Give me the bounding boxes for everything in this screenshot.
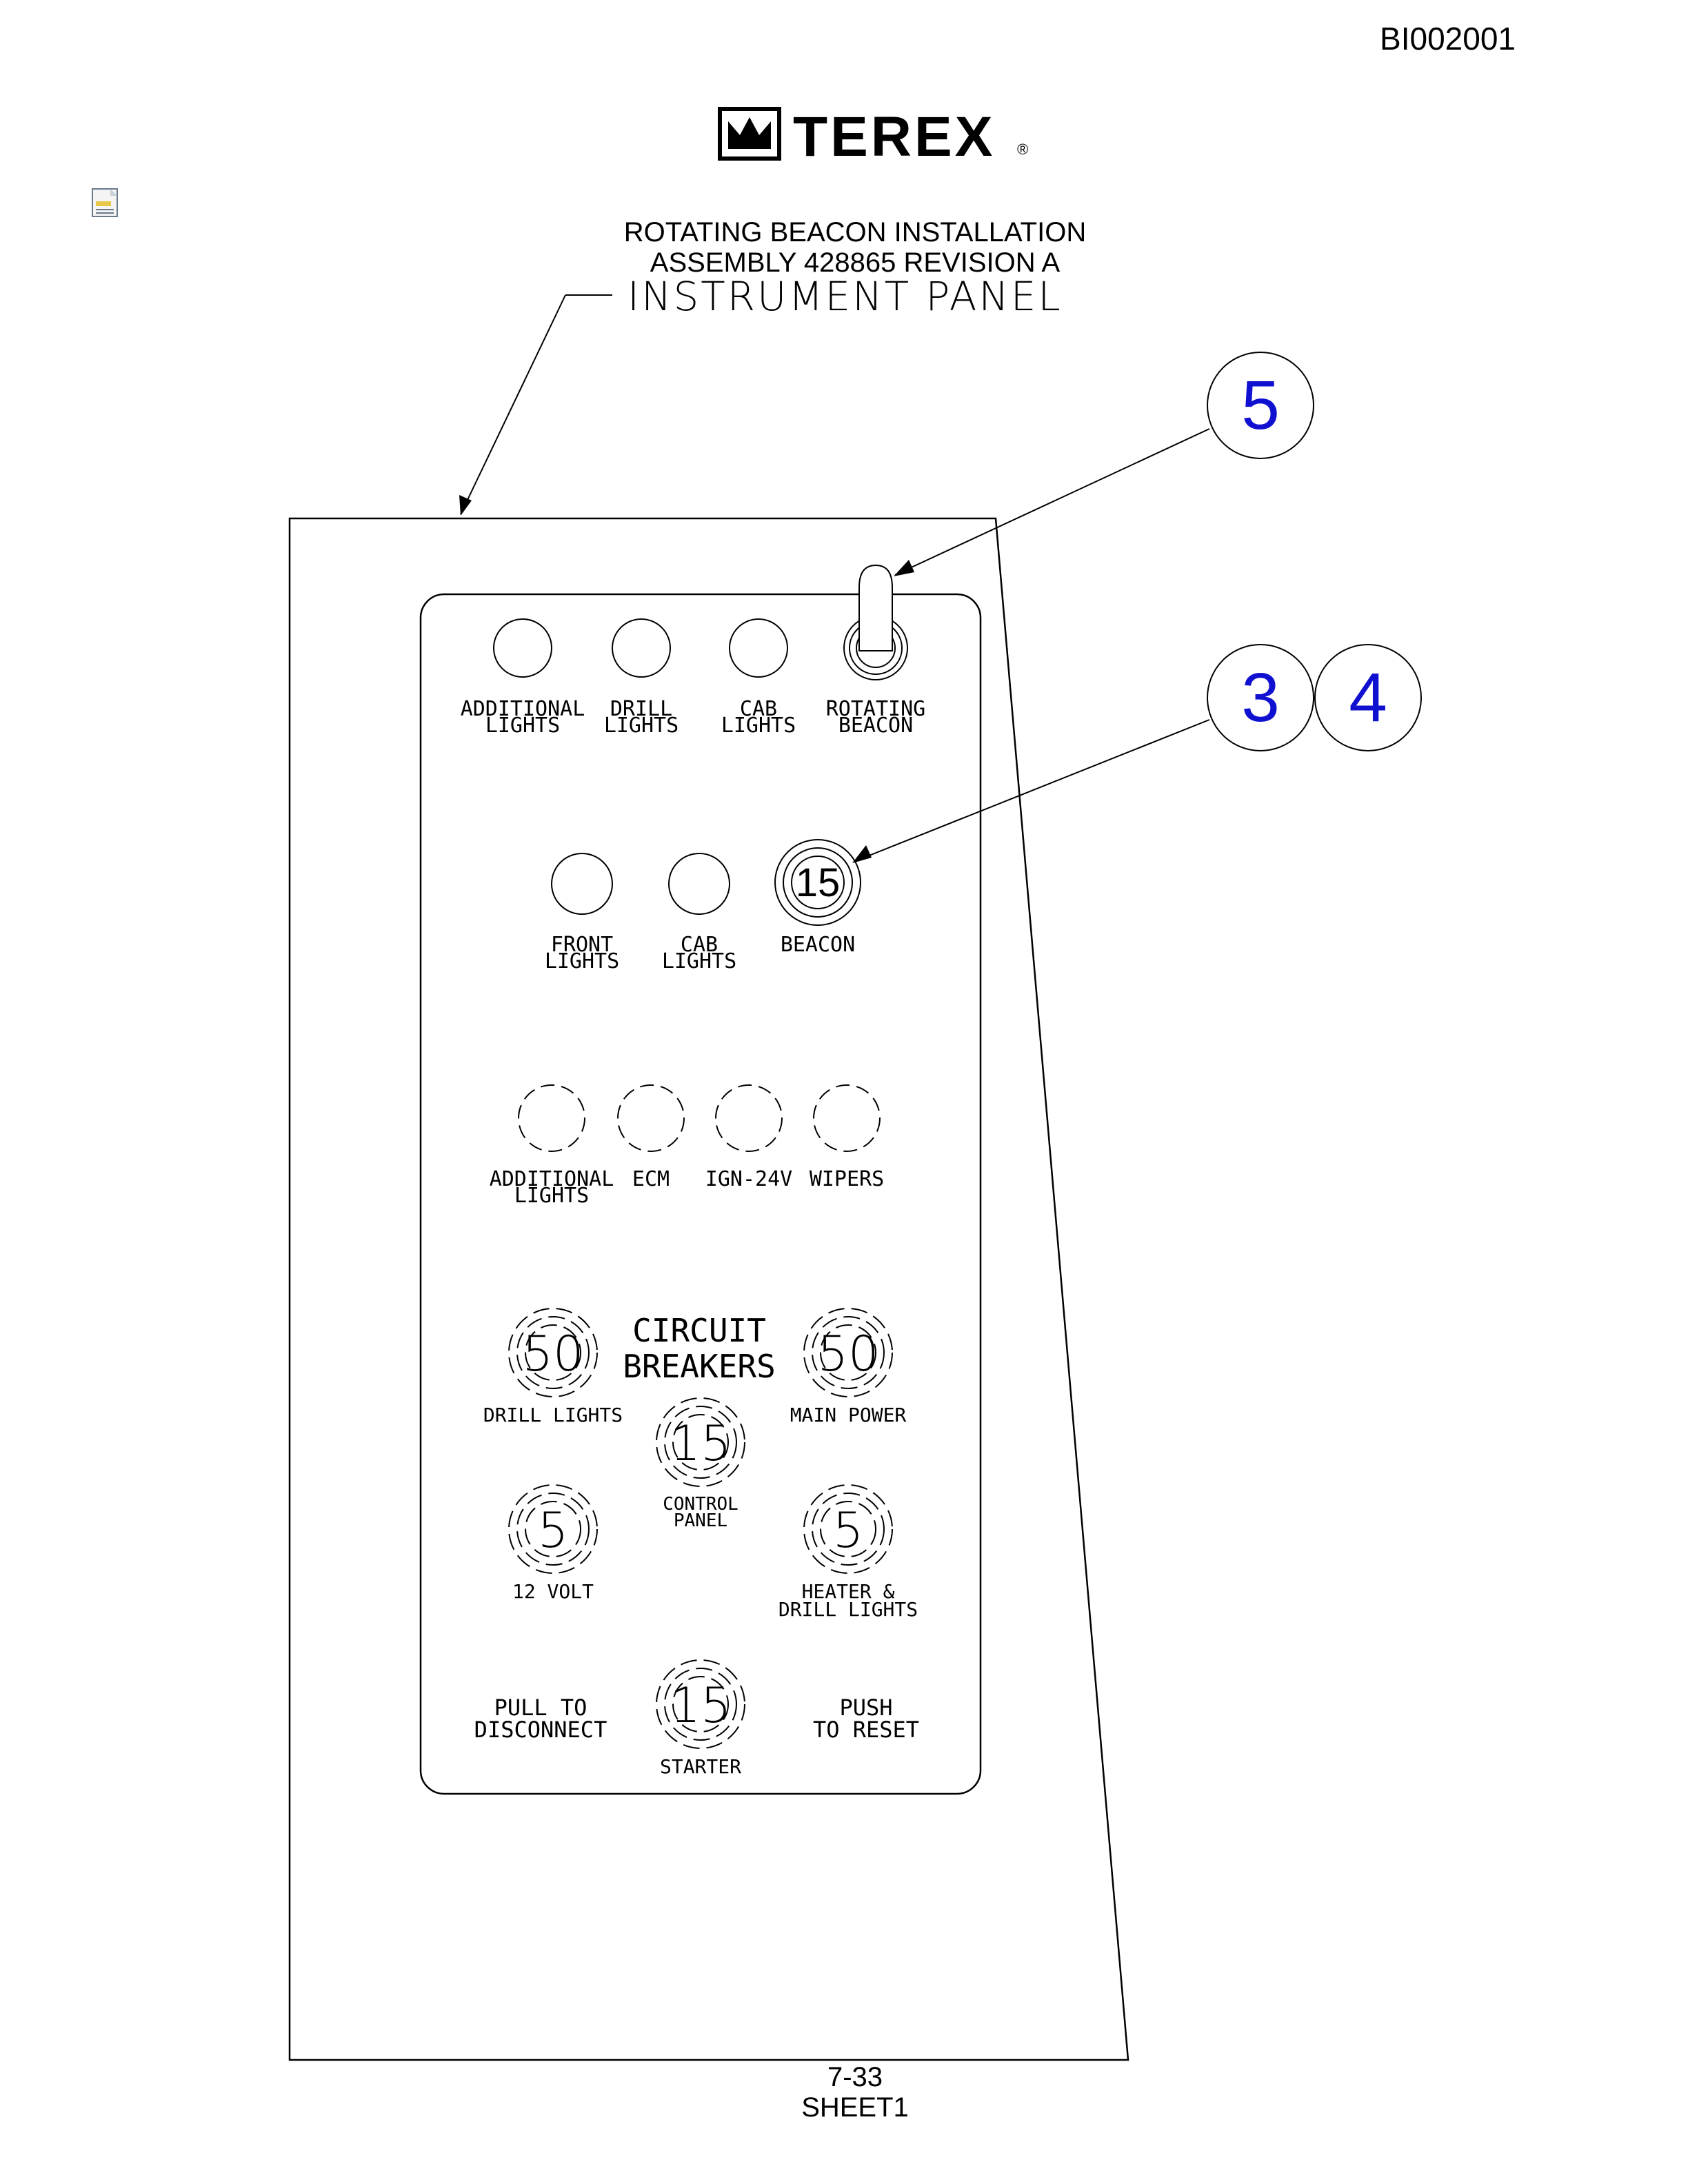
svg-text:ADDITIONAL: ADDITIONAL — [461, 697, 585, 721]
switch-cab-lights-2: CAB LIGHTS — [662, 853, 736, 973]
svg-text:5: 5 — [1241, 367, 1280, 444]
switch-ecm: ECM — [617, 1084, 685, 1191]
callout-5: 5 — [1207, 352, 1314, 459]
svg-text:50: 50 — [522, 1326, 583, 1382]
breaker-beacon: 15 BEACON — [774, 839, 861, 957]
svg-text:DRILL LIGHTS: DRILL LIGHTS — [483, 1404, 623, 1426]
callout-3: 3 — [1207, 644, 1314, 751]
circuit-breakers-heading-2: BREAKERS — [623, 1348, 776, 1385]
svg-text:15: 15 — [670, 1677, 731, 1734]
svg-text:CAB: CAB — [681, 933, 718, 957]
terex-crown-logo-icon — [718, 107, 781, 161]
svg-text:IGN-24V: IGN-24V — [705, 1167, 792, 1191]
breaker-12-volt: 5 12 VOLT — [508, 1484, 598, 1603]
svg-text:CAB: CAB — [740, 697, 777, 721]
switch-additional-lights: ADDITIONAL LIGHTS — [461, 618, 585, 738]
breaker-drill-lights: 50 DRILL LIGHTS — [483, 1308, 623, 1426]
callout-leaders — [852, 428, 1210, 863]
svg-text:ADDITIONAL: ADDITIONAL — [490, 1167, 614, 1191]
switch-plate — [419, 593, 982, 1795]
switch-ign-24v: IGN-24V — [705, 1084, 792, 1191]
svg-text:FRONT: FRONT — [551, 933, 613, 957]
switch-wipers: WIPERS — [810, 1084, 884, 1191]
panel-leader — [459, 294, 612, 516]
svg-text:5: 5 — [538, 1502, 569, 1559]
svg-text:BEACON: BEACON — [838, 714, 913, 738]
document-id: BI002001 — [1380, 21, 1516, 57]
svg-text:BEACON: BEACON — [781, 933, 855, 957]
circuit-breakers-heading-1: CIRCUIT — [632, 1312, 766, 1349]
push-to-reset-1: PUSH — [839, 1695, 892, 1721]
svg-text:WIPERS: WIPERS — [810, 1167, 884, 1191]
svg-text:DRILL LIGHTS: DRILL LIGHTS — [778, 1598, 918, 1621]
svg-text:3: 3 — [1241, 659, 1280, 736]
svg-text:PANEL: PANEL — [674, 1510, 727, 1531]
instrument-panel-label: INSTRUMENT PANEL — [627, 273, 1063, 320]
svg-text:50: 50 — [817, 1326, 878, 1382]
registered-mark: ® — [1017, 141, 1028, 158]
panel-outline — [288, 517, 1129, 2061]
svg-text:4: 4 — [1349, 659, 1387, 736]
switch-drill-lights: DRILL LIGHTS — [604, 618, 679, 738]
brand-logo-text: TEREX — [793, 105, 995, 168]
switch-additional-lights-2: ADDITIONAL LIGHTS — [490, 1084, 614, 1208]
svg-text:ROTATING: ROTATING — [826, 697, 926, 721]
note-icon[interactable] — [92, 188, 118, 217]
svg-text:MAIN POWER: MAIN POWER — [790, 1404, 907, 1426]
svg-text:CONTROL: CONTROL — [663, 1494, 738, 1515]
title-line-1: ROTATING BEACON INSTALLATION — [624, 217, 1086, 247]
svg-text:STARTER: STARTER — [660, 1755, 741, 1778]
svg-text:LIGHTS: LIGHTS — [721, 714, 796, 738]
switch-rotating-beacon: ROTATING BEACON — [826, 564, 926, 738]
svg-text:LIGHTS: LIGHTS — [485, 714, 560, 738]
pull-to-disconnect-1: PULL TO — [494, 1695, 587, 1721]
breaker-control-panel: 15 CONTROL PANEL — [656, 1397, 745, 1531]
svg-text:LIGHTS: LIGHTS — [662, 949, 736, 973]
callout-4: 4 — [1314, 644, 1422, 751]
switch-cab-lights: CAB LIGHTS — [721, 618, 796, 738]
svg-text:LIGHTS: LIGHTS — [604, 714, 679, 738]
svg-text:HEATER &: HEATER & — [802, 1580, 895, 1603]
svg-text:12 VOLT: 12 VOLT — [512, 1580, 594, 1603]
svg-text:ECM: ECM — [632, 1167, 670, 1191]
svg-text:15: 15 — [670, 1415, 731, 1472]
svg-text:LIGHTS: LIGHTS — [545, 949, 619, 973]
push-to-reset-2: TO RESET — [813, 1717, 919, 1743]
svg-text:DRILL: DRILL — [610, 697, 672, 721]
title-line-2: ASSEMBLY 428865 REVISION A — [650, 247, 1061, 278]
switch-front-lights: FRONT LIGHTS — [545, 853, 619, 973]
pull-to-disconnect-2: DISCONNECT — [474, 1717, 607, 1743]
sheet-label: SHEET1 — [801, 2092, 909, 2123]
breaker-main-power: 50 MAIN POWER — [790, 1308, 907, 1426]
breaker-starter: 15 STARTER — [656, 1659, 745, 1778]
breaker-heater-drill-lights: 5 HEATER & DRILL LIGHTS — [778, 1484, 918, 1621]
svg-text:15: 15 — [796, 860, 841, 905]
page-number: 7-33 — [827, 2062, 883, 2092]
svg-text:5: 5 — [833, 1502, 864, 1559]
svg-text:LIGHTS: LIGHTS — [514, 1184, 589, 1208]
